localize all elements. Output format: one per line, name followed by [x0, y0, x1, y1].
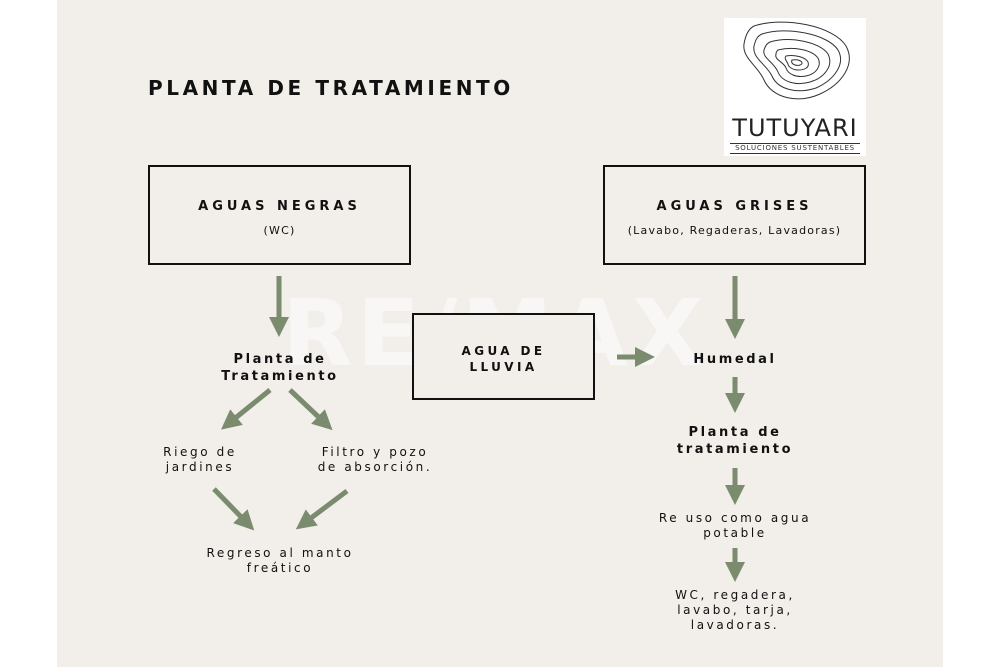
- page-title: PLANTA DE TRATAMIENTO: [148, 76, 514, 100]
- arrow-planta-to-riego: [221, 388, 272, 430]
- logo-divider-bottom: [730, 153, 860, 154]
- planta-tratamiento-right-line2: tratamiento: [676, 442, 794, 457]
- aguas-negras-subtitle: (WC): [263, 224, 296, 237]
- planta-tratamiento-left: Planta de Tratamiento: [180, 351, 380, 385]
- regreso-manto-freatico: Regreso al manto freático: [170, 546, 390, 576]
- reuso-agua-potable: Re uso como agua potable: [620, 511, 850, 541]
- agua-lluvia-line1: AGUA DE: [461, 344, 546, 358]
- logo-divider: [730, 143, 860, 144]
- planta-tratamiento-left-line2: Tratamiento: [221, 369, 339, 384]
- regreso-manto-line1: Regreso al manto: [206, 546, 354, 560]
- aguas-grises-title: AGUAS GRISES: [656, 199, 813, 214]
- riego-jardines: Riego de jardines: [140, 445, 260, 475]
- topographic-logo-mark: [743, 21, 850, 100]
- riego-jardines-line2: jardines: [165, 460, 235, 474]
- arrow-filtro-to-regreso: [295, 489, 349, 530]
- reuso-line2: potable: [703, 526, 767, 540]
- filtro-pozo-line2: de absorción.: [317, 460, 433, 474]
- arrow-riego-to-regreso: [212, 487, 255, 531]
- usos-finales-line2: lavabo, tarja,: [677, 603, 793, 617]
- humedal: Humedal: [693, 352, 777, 367]
- aguas-negras-box: AGUAS NEGRAS (WC): [148, 165, 411, 265]
- logo-name: TUTUYARI: [732, 114, 858, 142]
- agua-lluvia-line2: LLUVIA: [469, 360, 538, 374]
- aguas-grises-subtitle: (Lavabo, Regaderas, Lavadoras): [627, 224, 842, 237]
- riego-jardines-line1: Riego de: [163, 445, 237, 459]
- planta-tratamiento-right-line1: Planta de: [688, 425, 782, 440]
- arrow-planta-to-filtro: [288, 388, 333, 431]
- logo-tagline: SOLUCIONES SUSTENTABLES: [735, 144, 855, 152]
- filtro-pozo-absorcion: Filtro y pozo de absorción.: [290, 445, 460, 475]
- reuso-line1: Re uso como agua: [658, 511, 812, 525]
- aguas-negras-title: AGUAS NEGRAS: [198, 199, 361, 214]
- filtro-pozo-line1: Filtro y pozo: [321, 445, 429, 459]
- usos-finales: WC, regadera, lavabo, tarja, lavadoras.: [620, 588, 850, 633]
- logo: TUTUYARI SOLUCIONES SUSTENTABLES: [724, 18, 866, 156]
- aguas-grises-box: AGUAS GRISES (Lavabo, Regaderas, Lavador…: [603, 165, 866, 265]
- agua-lluvia-box: AGUA DE LLUVIA: [412, 313, 595, 400]
- agua-lluvia-label: AGUA DE LLUVIA: [414, 343, 593, 375]
- usos-finales-line3: lavadoras.: [690, 618, 780, 632]
- planta-tratamiento-left-line1: Planta de: [233, 352, 327, 367]
- regreso-manto-line2: freático: [246, 561, 314, 575]
- planta-tratamiento-right: Planta de tratamiento: [640, 424, 830, 458]
- usos-finales-line1: WC, regadera,: [675, 588, 795, 602]
